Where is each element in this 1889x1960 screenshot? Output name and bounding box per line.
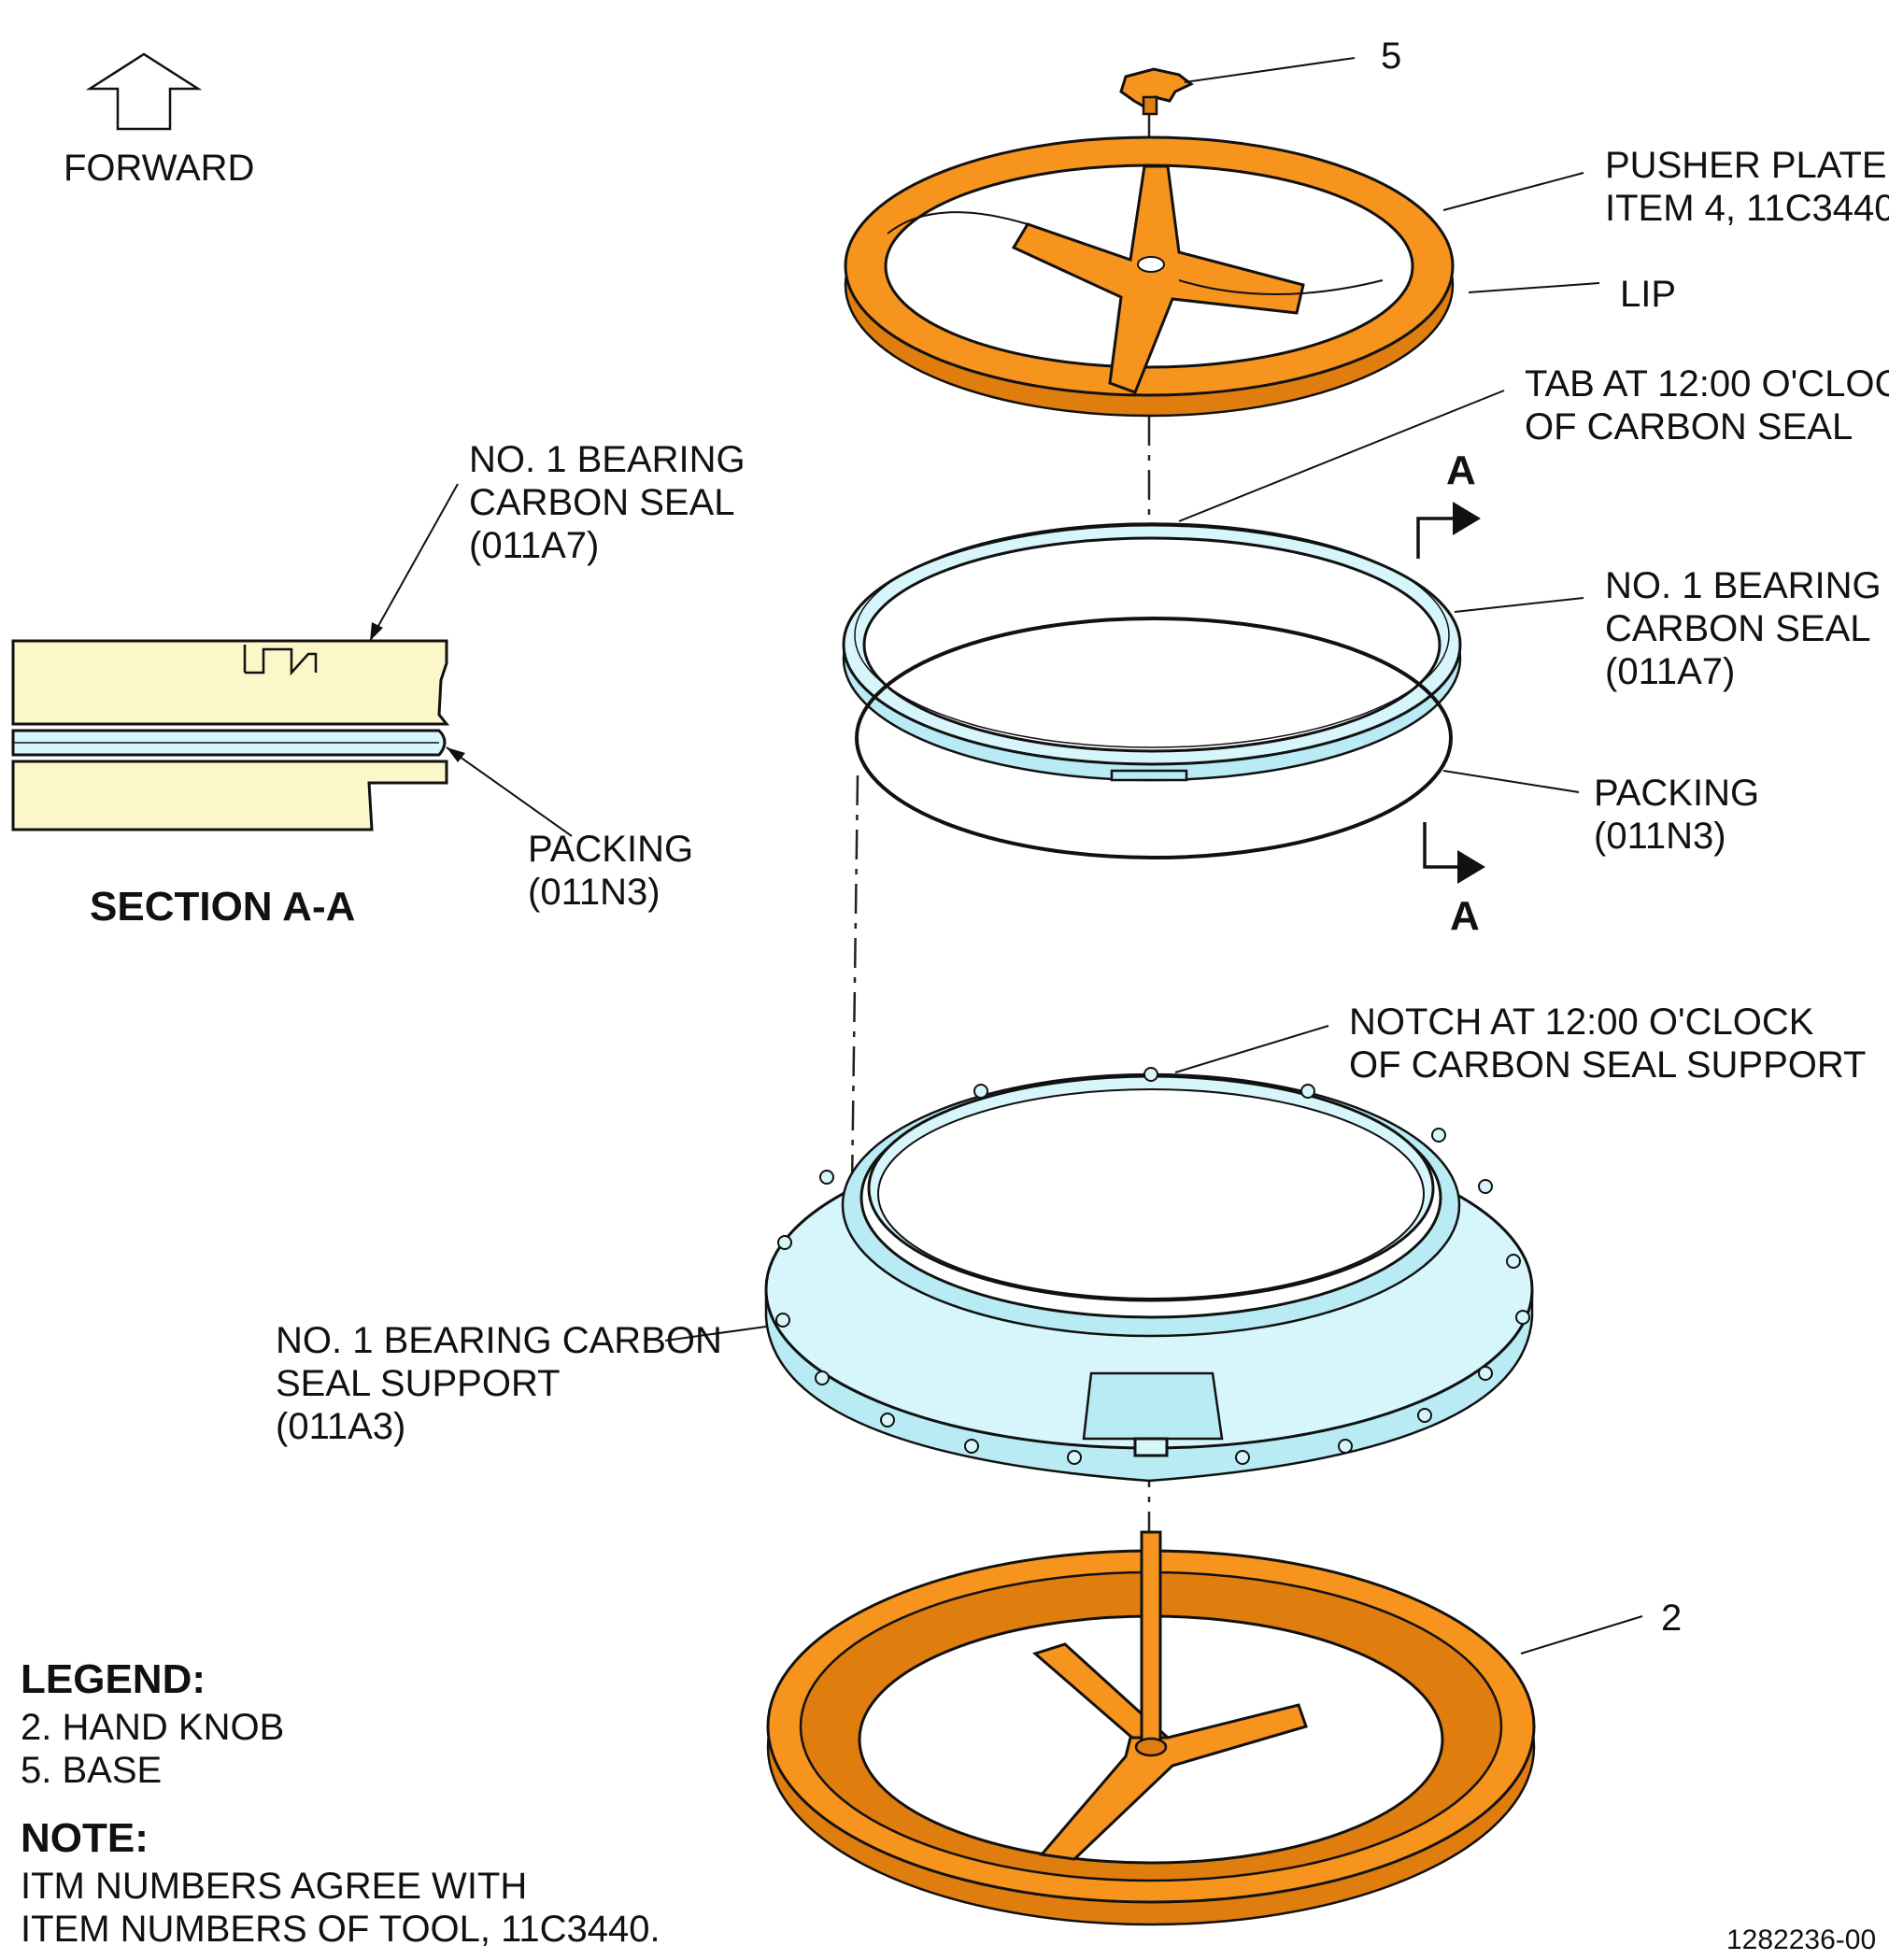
legend-item-2: 5. BASE xyxy=(21,1750,162,1791)
lip-leader xyxy=(1468,282,1600,293)
seal-support-label-2: SEAL SUPPORT xyxy=(276,1363,561,1404)
pusher-plate xyxy=(844,135,1455,418)
item5-label: 5 xyxy=(1381,36,1401,77)
packing-left-label-2: (011N3) xyxy=(528,872,660,913)
carbon-seal-right-label-3: (011A7) xyxy=(1605,651,1735,692)
pusher-plate-label-1: PUSHER PLATE, xyxy=(1605,145,1889,186)
carbon-seal-support xyxy=(764,1067,1534,1483)
carbon-seal-ring xyxy=(842,522,1462,782)
lip-label: LIP xyxy=(1620,274,1676,315)
legend-title: LEGEND: xyxy=(21,1656,206,1702)
item2-label: 2 xyxy=(1661,1598,1682,1639)
carbon-seal-left-label-2: CARBON SEAL xyxy=(469,482,735,523)
item2-leader xyxy=(1520,1615,1643,1655)
carbon-seal-left-leader xyxy=(369,483,459,642)
figure-id: 1282236-00 xyxy=(1726,1924,1876,1955)
base-item2 xyxy=(766,1530,1536,1926)
carbon-seal-right-leader xyxy=(1454,597,1584,613)
section-a-a-detail xyxy=(11,639,450,831)
carbon-seal-left-label-1: NO. 1 BEARING xyxy=(469,439,746,480)
forward-label: FORWARD xyxy=(64,148,254,189)
section-title: SECTION A-A xyxy=(90,884,355,930)
section-marker-top: A xyxy=(1416,447,1481,559)
svg-text:A: A xyxy=(1450,893,1480,939)
legend-item-1: 2. HAND KNOB xyxy=(21,1707,284,1748)
packing-ring xyxy=(855,617,1453,859)
hand-knob-item5 xyxy=(1119,67,1194,116)
forward-arrow-icon xyxy=(85,52,203,131)
notch-label-1: NOTCH AT 12:00 O'CLOCK xyxy=(1349,1001,1814,1043)
packing-left-leader xyxy=(446,746,573,837)
seal-support-label-1: NO. 1 BEARING CARBON xyxy=(276,1320,722,1361)
note-line-2: ITEM NUMBERS OF TOOL, 11C3440. xyxy=(21,1909,660,1950)
svg-text:A: A xyxy=(1446,447,1476,493)
carbon-seal-left-label-3: (011A7) xyxy=(469,525,599,566)
seal-support-label-3: (011A3) xyxy=(276,1406,405,1447)
packing-right-label-2: (011N3) xyxy=(1594,816,1726,857)
pusher-plate-leader xyxy=(1442,172,1584,211)
seal-support-leader xyxy=(664,1326,767,1342)
packing-left-label-1: PACKING xyxy=(528,829,693,870)
tab-label-1: TAB AT 12:00 O'CLOCK xyxy=(1525,363,1889,405)
carbon-seal-right-label-2: CARBON SEAL xyxy=(1605,608,1871,649)
item5-leader xyxy=(1184,57,1356,83)
packing-right-label-1: PACKING xyxy=(1594,773,1759,814)
notch-label-2: OF CARBON SEAL SUPPORT xyxy=(1349,1044,1866,1086)
pusher-plate-label-2: ITEM 4, 11C3440 xyxy=(1605,188,1889,229)
tab-label-2: OF CARBON SEAL xyxy=(1525,406,1853,447)
note-line-1: ITM NUMBERS AGREE WITH xyxy=(21,1866,527,1907)
packing-right-leader xyxy=(1442,770,1580,793)
section-marker-bottom: A xyxy=(1423,822,1485,939)
carbon-seal-right-label-1: NO. 1 BEARING xyxy=(1605,565,1882,606)
note-title: NOTE: xyxy=(21,1815,149,1861)
notch-leader xyxy=(1174,1025,1329,1073)
tab-leader xyxy=(1178,390,1505,522)
